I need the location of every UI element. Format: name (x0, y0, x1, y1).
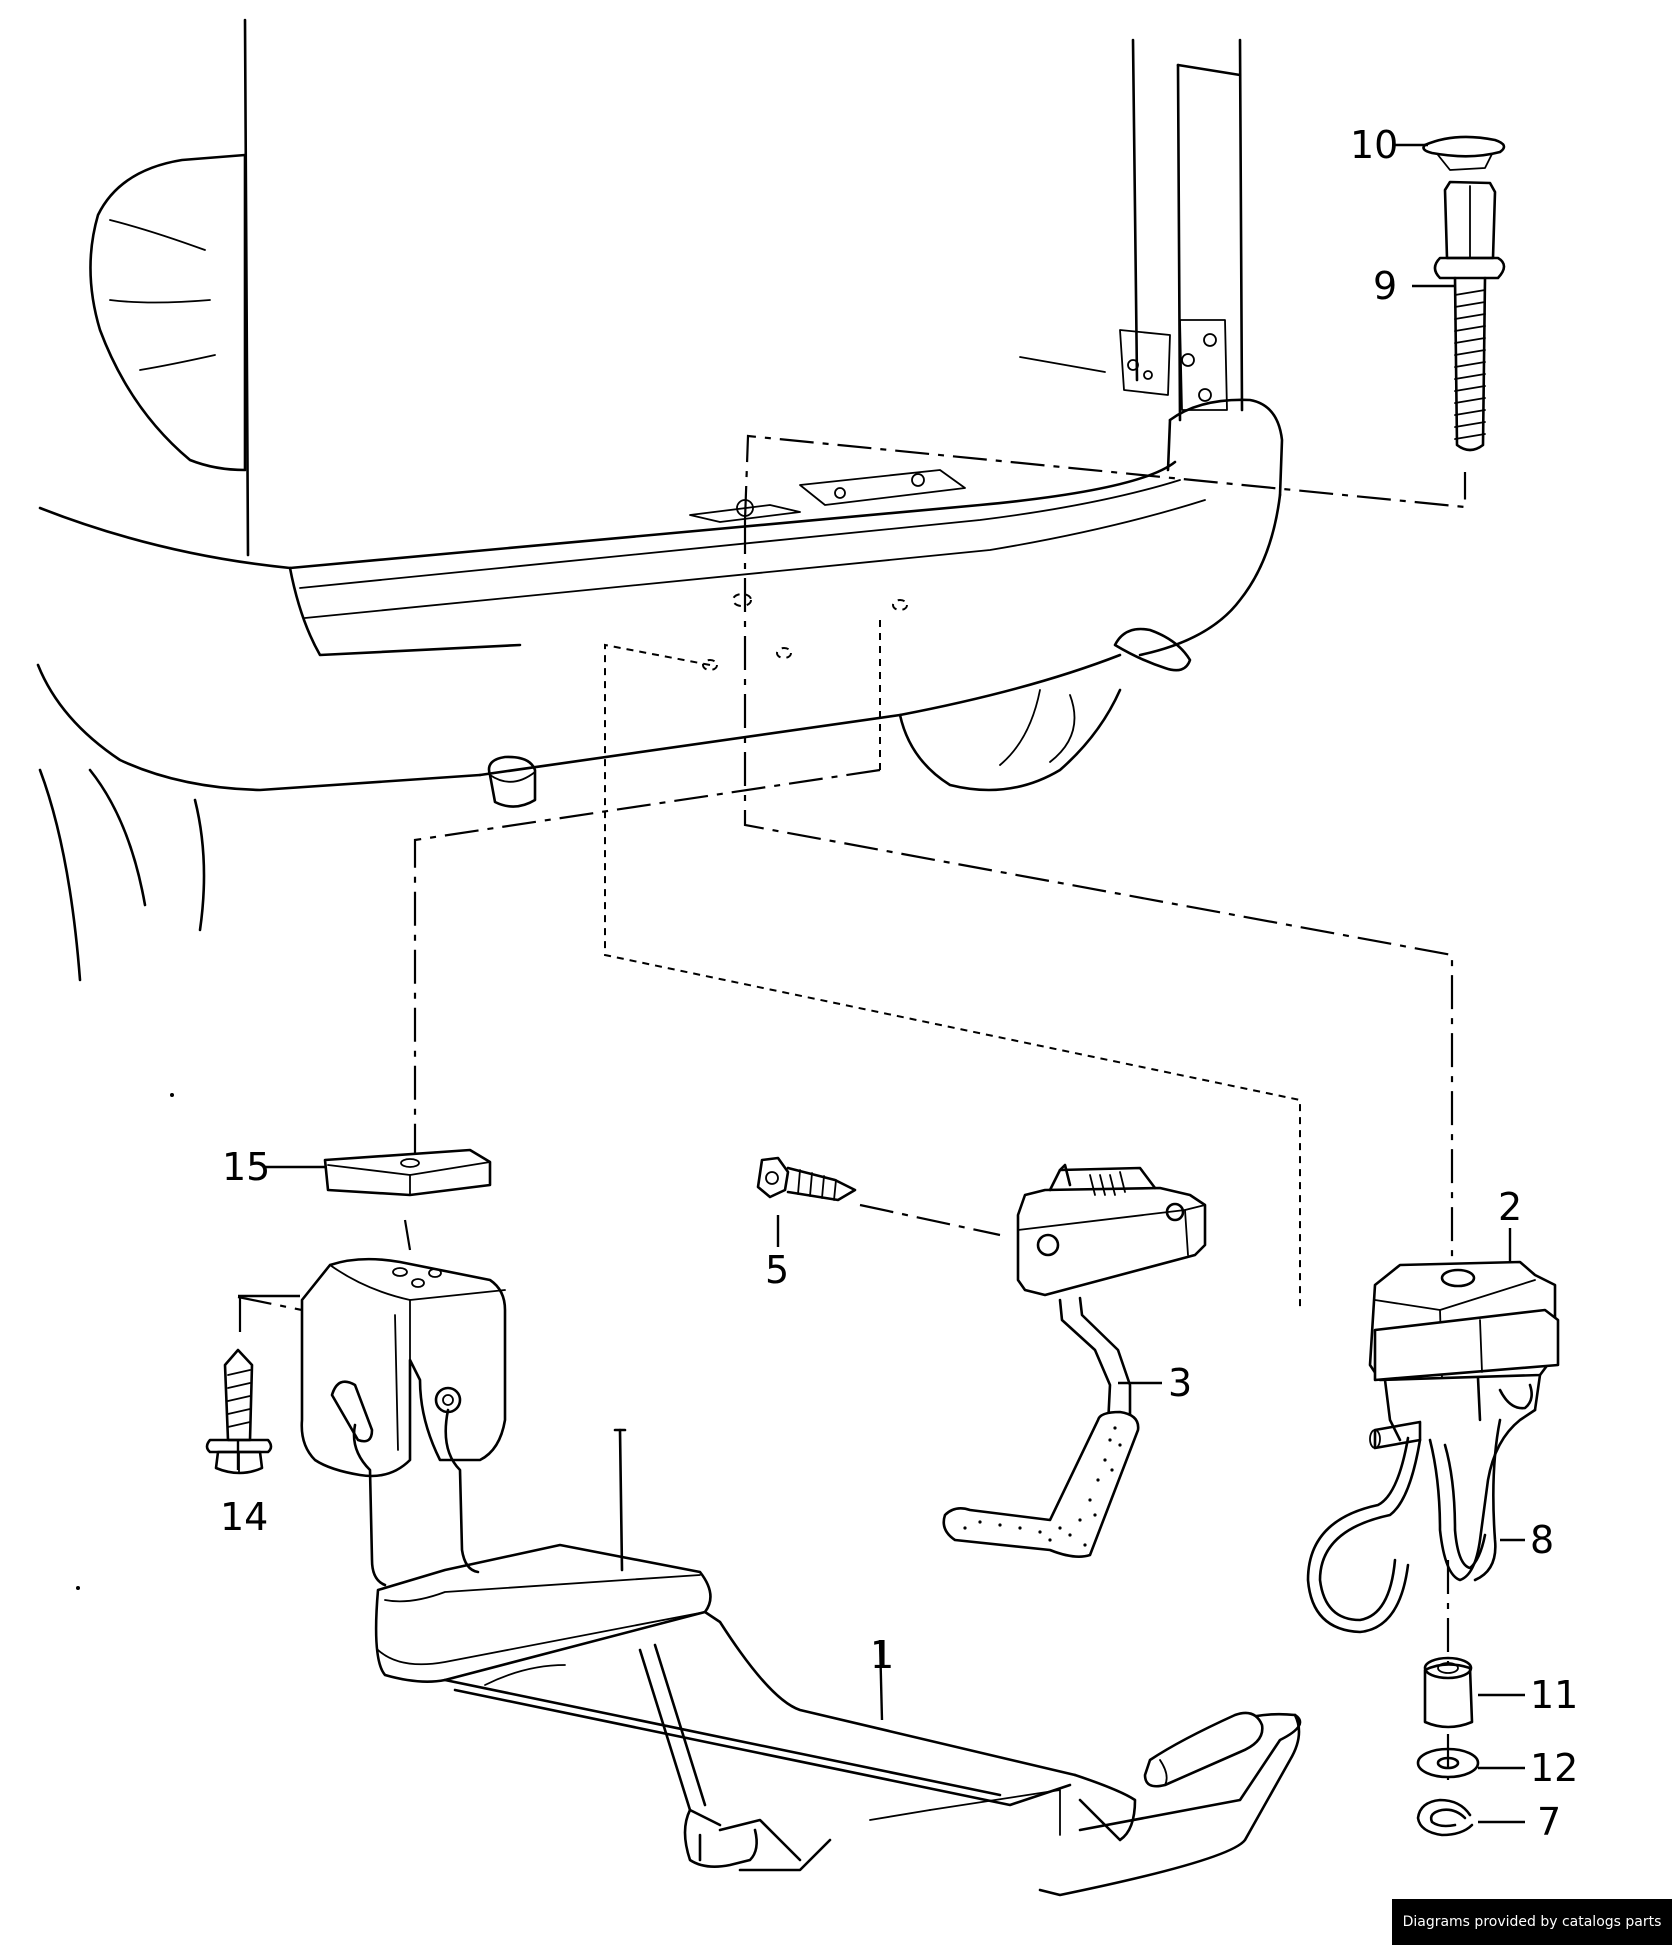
label-9: 9 (1373, 264, 1397, 308)
part-10-cap (1422, 135, 1506, 171)
label-10: 10 (1350, 123, 1398, 167)
part-1-carrier (300, 1257, 1302, 1897)
part-7-retaining-clip (1416, 1798, 1474, 1837)
label-14: 14 (220, 1495, 268, 1539)
part-11-sleeve (1423, 1656, 1474, 1729)
part-8-wire-loop (1306, 1408, 1537, 1634)
part-9-bolt (1433, 180, 1506, 452)
label-5: 5 (765, 1248, 789, 1292)
label-7: 7 (1537, 1800, 1561, 1844)
label-11: 11 (1530, 1673, 1578, 1717)
label-8: 8 (1530, 1518, 1554, 1562)
part-12-washer (1416, 1747, 1480, 1779)
label-3: 3 (1168, 1361, 1192, 1405)
part-2-hanger (1368, 1260, 1560, 1450)
callout-labels: 10 9 15 14 5 3 2 8 11 12 7 1 (220, 123, 1578, 1844)
grip-texture (963, 1426, 1122, 1547)
part-15-pad (323, 1148, 492, 1197)
label-15: 15 (222, 1145, 270, 1189)
part-5-screw (756, 1156, 857, 1202)
vehicle-rear-body (36, 18, 1284, 982)
tow-eye (1113, 627, 1192, 672)
assembly-lines (237, 434, 1467, 1780)
tail-light (89, 153, 247, 472)
credit-badge: Diagrams provided by catalogs parts (1392, 1899, 1672, 1945)
part-3-crank (942, 1163, 1207, 1558)
label-2: 2 (1498, 1185, 1522, 1229)
tailgate-pillar (1131, 38, 1139, 382)
label-1: 1 (870, 1633, 894, 1677)
leader-lines (236, 143, 1525, 1824)
label-12: 12 (1530, 1746, 1578, 1790)
rear-bumper (38, 460, 1177, 570)
